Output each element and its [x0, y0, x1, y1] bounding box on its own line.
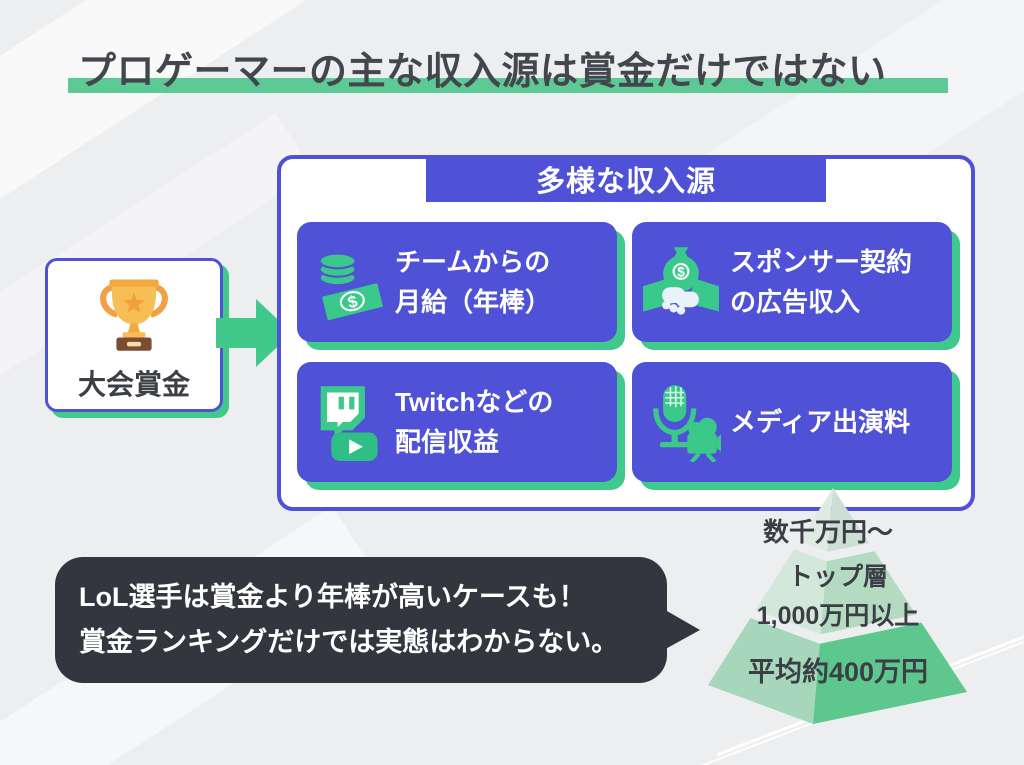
money-icon: $ — [297, 242, 395, 322]
trophy-icon — [90, 268, 178, 361]
income-card-label: Twitchなどの 配信収益 — [395, 386, 554, 457]
title-highlight-bar — [68, 78, 948, 93]
pyramid-middle-label: トップ層 1,000万円以上 — [756, 563, 920, 630]
income-card-sponsor: $ スポンサー契約 の広告収入 — [632, 222, 952, 342]
income-card-streaming: Twitchなどの 配信収益 — [297, 362, 617, 482]
callout-bubble-tail — [660, 607, 700, 652]
pyramid-bottom-label: 平均約400万円 — [747, 657, 929, 687]
title-block: プロゲーマーの主な収入源は賞金だけではない — [68, 40, 958, 98]
page-title: プロゲーマーの主な収入源は賞金だけではない — [78, 51, 887, 93]
callout-bubble: LoL選手は賞金より年棒が高いケースも！ 賞金ランキングだけでは実態はわからない… — [55, 557, 667, 683]
prize-money-label: 大会賞金 — [77, 368, 190, 400]
prize-money-box: 大会賞金 — [45, 258, 223, 412]
media-mic-camera-icon — [632, 382, 730, 462]
income-card-team-salary: $ チームからの 月給（年棒） — [297, 222, 617, 342]
sponsor-handshake-icon: $ — [632, 242, 730, 322]
income-card-label: メディア出演料 — [730, 406, 911, 437]
income-card-label: スポンサー契約 の広告収入 — [730, 246, 913, 317]
callout-text: LoL選手は賞金より年棒が高いケースも！ 賞金ランキングだけでは実態はわからない… — [79, 582, 619, 657]
income-sources-header-label: 多様な収入源 — [535, 165, 716, 198]
pyramid-top-label: 数千万円〜 — [762, 517, 893, 547]
svg-text:$: $ — [677, 265, 685, 280]
income-card-label: チームからの 月給（年棒） — [395, 246, 552, 317]
twitch-youtube-icon — [297, 382, 395, 462]
arrow-right-icon — [216, 299, 292, 367]
income-sources-header: 多様な収入源 — [426, 155, 826, 202]
income-card-media: メディア出演料 — [632, 362, 952, 482]
